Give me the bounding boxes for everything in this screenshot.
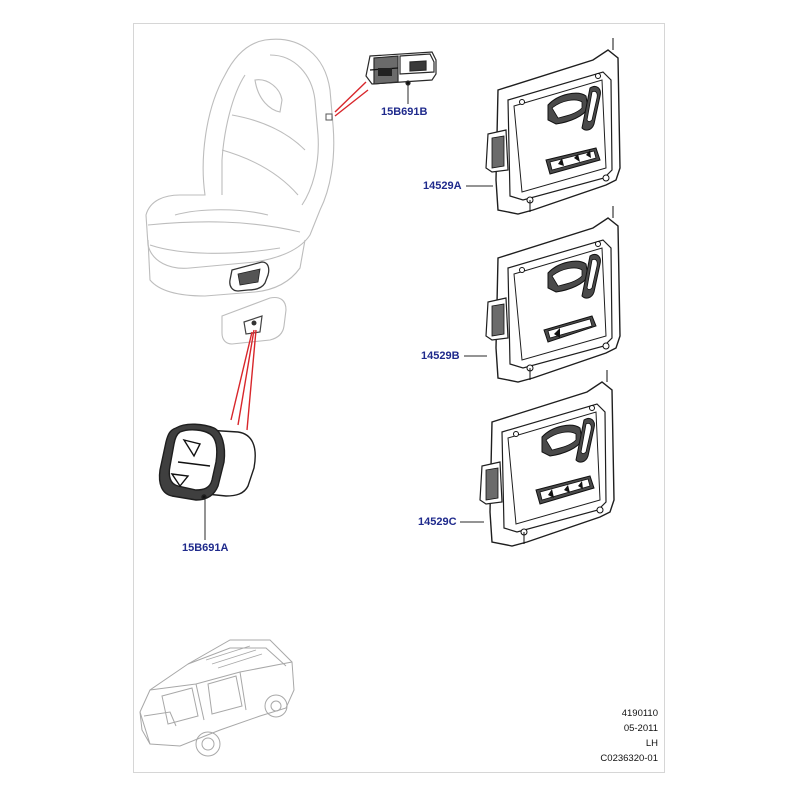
meta-drawing-code: C0236320-01: [600, 753, 658, 764]
seat-switch-location-upper: [325, 113, 333, 121]
diagram-frame: [133, 23, 665, 773]
seat-side-trim: [221, 296, 287, 345]
callout-15B691B: 15B691B: [381, 106, 428, 118]
seat-switch-pack-c-part: [479, 369, 615, 547]
callout-14529A: 14529A: [423, 180, 462, 192]
seat-switch-pack-a-part: [485, 37, 621, 215]
seat-illustration: [145, 38, 335, 297]
pack-leaders: [460, 185, 493, 523]
callout-14529B: 14529B: [421, 350, 460, 362]
leader-lines-red: [230, 81, 369, 431]
meta-side: LH: [645, 738, 658, 749]
seat-switch-location-lower: [229, 261, 270, 292]
meta-date: 05-2011: [623, 723, 658, 734]
lumbar-switch-lower-part: [158, 423, 256, 501]
seat-switch-pack-b-part: [485, 205, 621, 383]
callout-15B691A: 15B691A: [182, 542, 229, 554]
callout-14529C: 14529C: [418, 516, 457, 528]
vehicle-locator-illustration: [139, 639, 295, 757]
lumbar-switch-upper-part: [365, 51, 437, 86]
meta-ref-number: 4190110: [621, 708, 658, 719]
